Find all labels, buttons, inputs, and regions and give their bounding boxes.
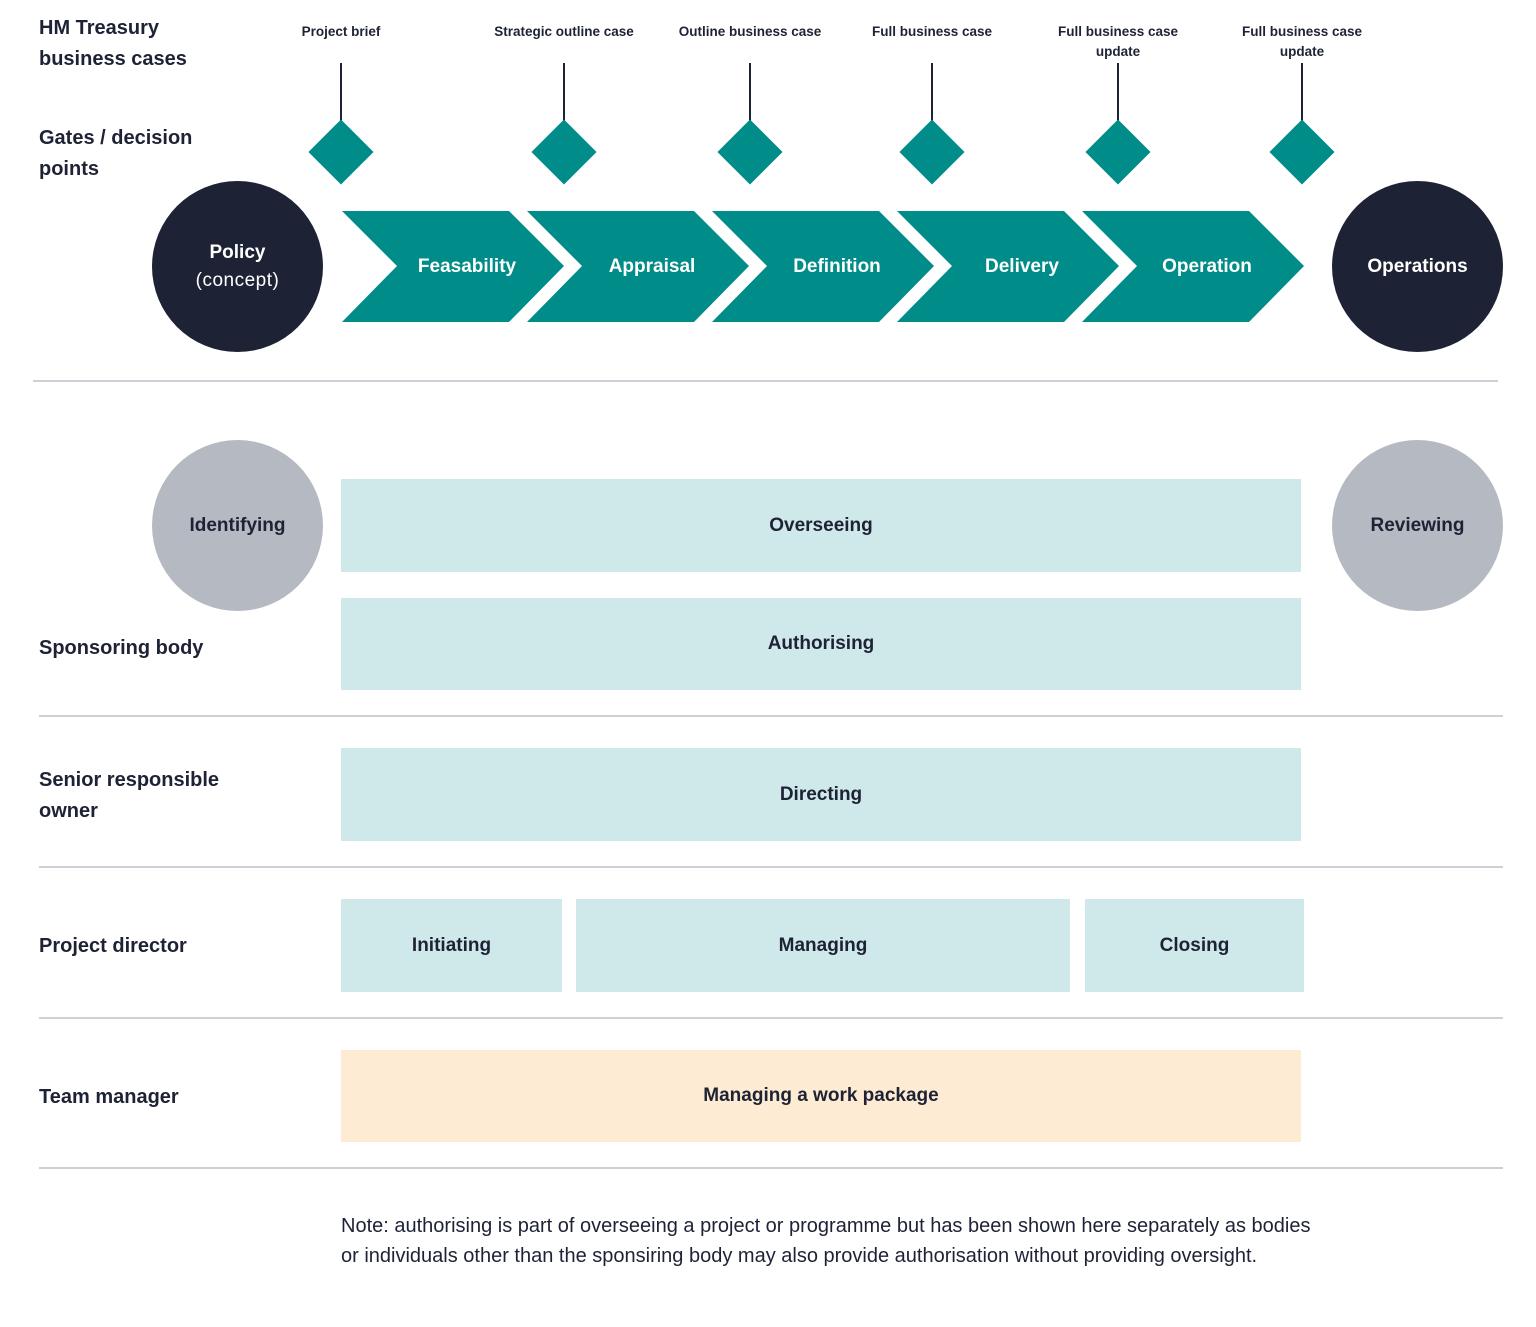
gate-label-outline-business-case: Outline business case [678, 24, 822, 39]
stage-chevrons [342, 211, 1304, 322]
gates-label: Gates / decision points [39, 127, 193, 180]
sponsoring-body-label: Sponsoring body [39, 637, 204, 659]
chevron-appraisal [527, 211, 749, 322]
operations-circle: Operations [1332, 181, 1503, 352]
initiating-label: Initiating [411, 934, 492, 956]
gate-label-full-business-case-update-1: Full business case update [1057, 24, 1179, 59]
gate-stem [563, 63, 565, 123]
gate-label-full-business-case: Full business case [871, 24, 993, 39]
divider [39, 866, 1503, 868]
initiating-box: Initiating [341, 899, 562, 992]
gate-stem [340, 63, 342, 123]
identifying-circle: Identifying [152, 440, 323, 611]
gate-label-project-brief: Project brief [301, 24, 381, 39]
gate-stem [1301, 63, 1303, 123]
managing-box: Managing [576, 899, 1070, 992]
authorising-label: Authorising [767, 633, 875, 654]
reviewing-circle: Reviewing [1332, 440, 1503, 611]
chevron-delivery [897, 211, 1119, 322]
work-package-label: Managing a work package [703, 1085, 939, 1106]
stage-definition: Definition [793, 255, 881, 277]
stage-operation: Operation [1162, 255, 1252, 277]
reviewing-label: Reviewing [1370, 514, 1465, 536]
divider [39, 1167, 1503, 1169]
directing-box: Directing [341, 748, 1301, 841]
chevron-definition [712, 211, 934, 322]
operations-title: Operations [1367, 255, 1468, 277]
closing-label: Closing [1159, 934, 1230, 956]
chevron-feasability [342, 211, 564, 322]
managing-label: Managing [778, 934, 868, 956]
overseeing-label: Overseeing [769, 514, 873, 536]
gate-stem [749, 63, 751, 123]
gate-stem [931, 63, 933, 123]
project-director-label: Project director [39, 935, 187, 957]
footnote: Note: authorising is part of overseeing … [341, 1215, 1311, 1267]
stage-appraisal: Appraisal [608, 255, 696, 277]
divider [33, 380, 1498, 382]
gate-stem [1117, 63, 1119, 123]
gate-label-full-business-case-update-2: Full business case update [1241, 24, 1363, 59]
policy-circle: Policy (concept) [152, 181, 323, 352]
sro-label: Senior responsible owner [39, 769, 220, 822]
closing-box: Closing [1085, 899, 1304, 992]
stage-delivery: Delivery [985, 255, 1059, 277]
gate-label-strategic-outline-case: Strategic outline case [494, 24, 634, 39]
divider [39, 715, 1503, 717]
chevron-operation [1082, 211, 1304, 322]
stage-feasability: Feasability [417, 255, 517, 277]
policy-subtitle: (concept) [195, 269, 280, 291]
overseeing-box: Overseeing [341, 479, 1301, 572]
work-package-box: Managing a work package [341, 1050, 1301, 1142]
business-cases-label: HM Treasury business cases [39, 17, 187, 70]
identifying-label: Identifying [189, 514, 286, 536]
team-manager-label: Team manager [39, 1086, 179, 1108]
authorising-box: Authorising [341, 598, 1301, 690]
policy-title: Policy [209, 241, 266, 263]
divider [39, 1017, 1503, 1019]
directing-label: Directing [779, 783, 863, 805]
